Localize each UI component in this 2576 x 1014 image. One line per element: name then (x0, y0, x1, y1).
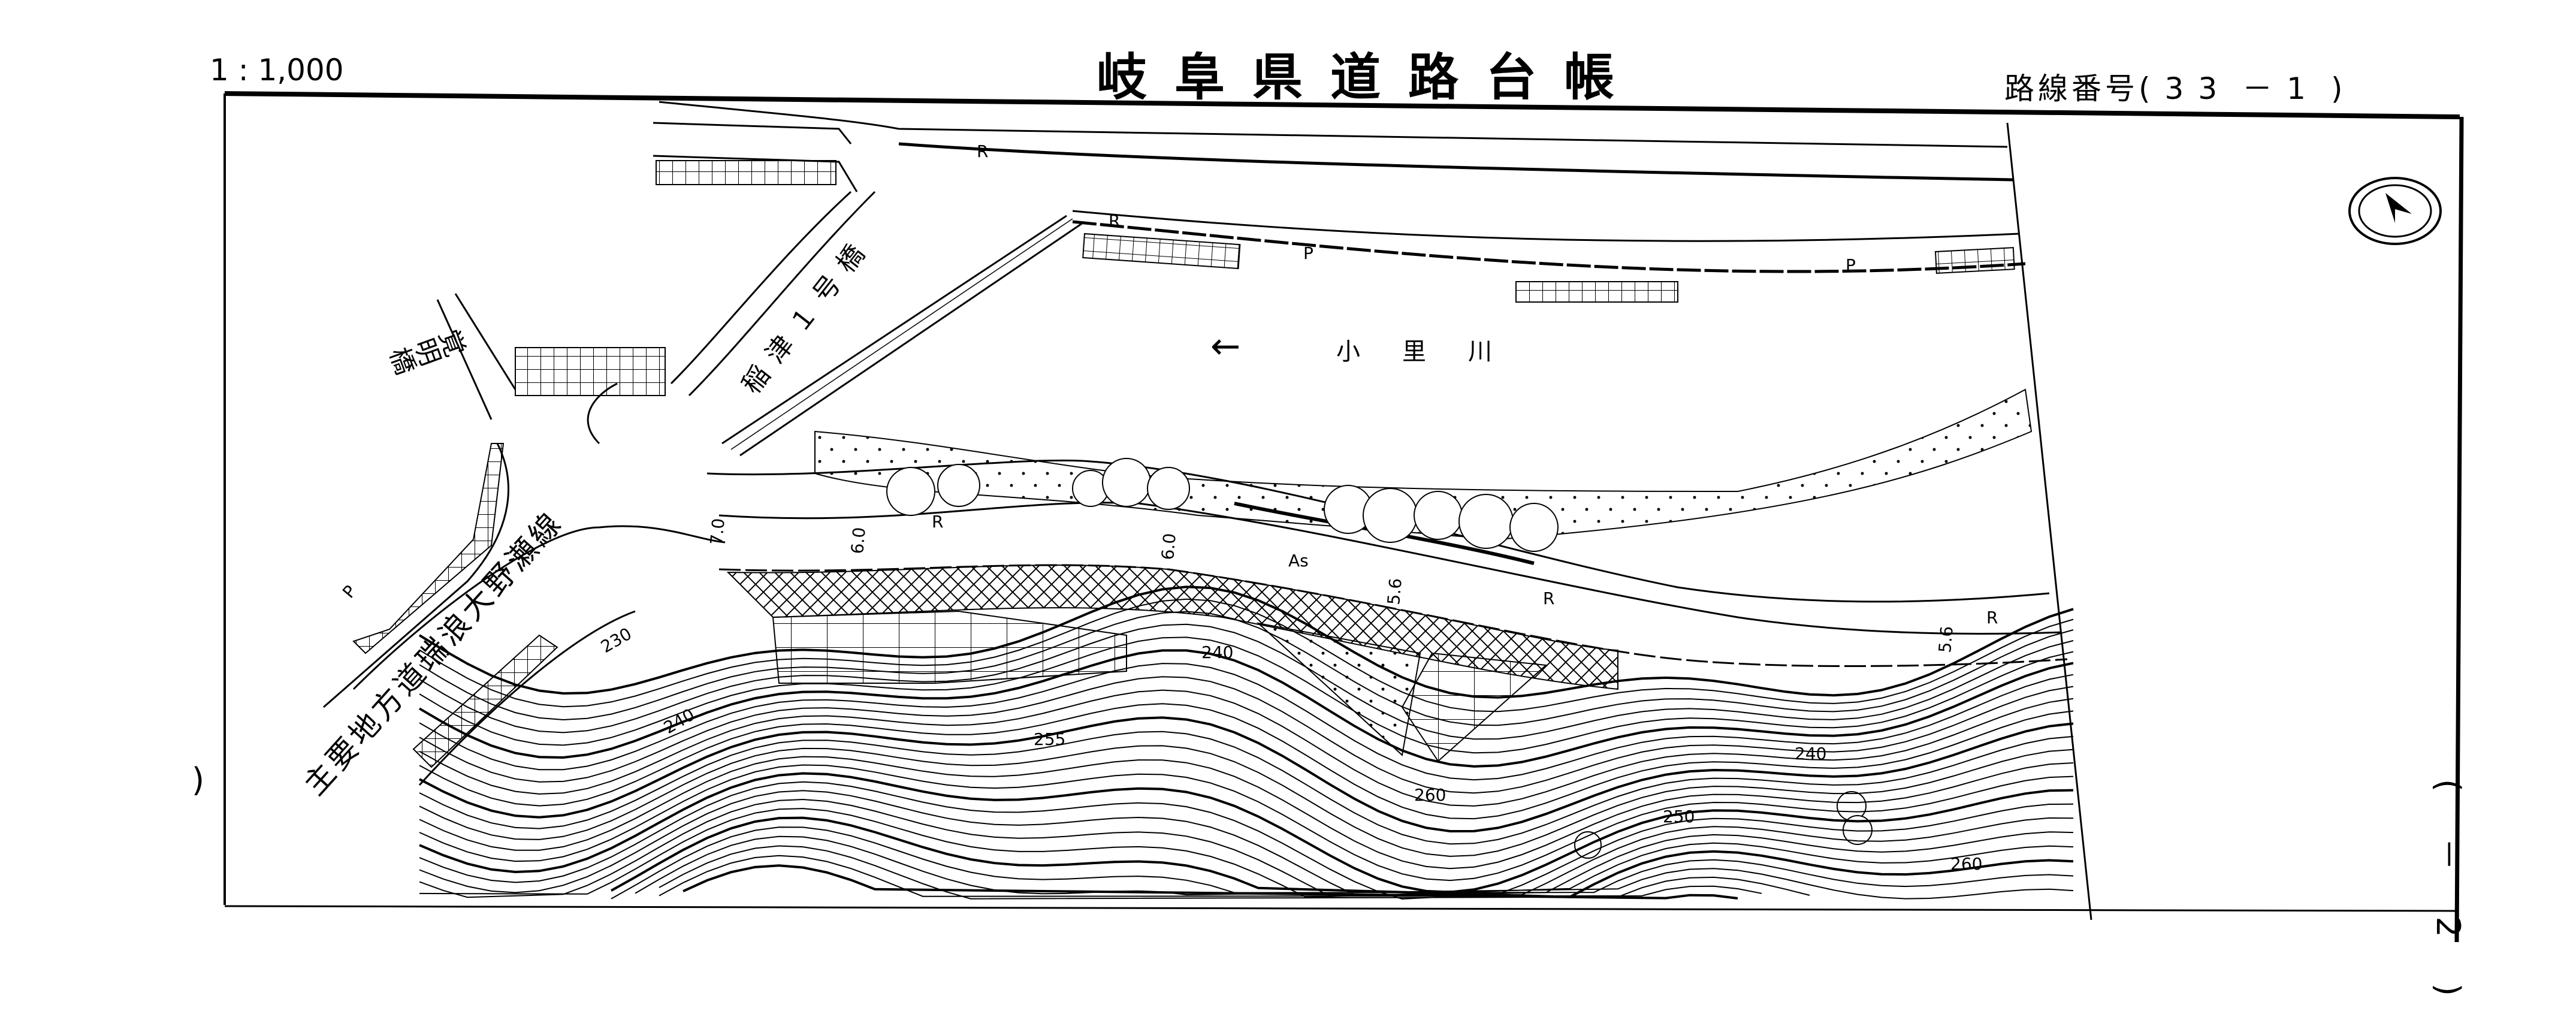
route-close: ) (2330, 71, 2347, 106)
contour-label: 230 (597, 624, 635, 657)
contour-line (419, 676, 2074, 794)
contour-line (419, 611, 2074, 726)
contour-line (419, 798, 2074, 898)
route-open: ( (2139, 71, 2154, 106)
retaining-wall (772, 610, 1127, 684)
contour-line (419, 764, 2074, 882)
road-label: R (1109, 211, 1120, 231)
road-label: R (1543, 589, 1554, 608)
route-number: 路線番号(33 － 1) (2004, 65, 2346, 108)
contour-label: 240 (1795, 744, 1826, 763)
retaining-wall (1401, 652, 1548, 762)
river-flow-arrow: ← (1210, 325, 1240, 367)
contour-line (419, 731, 2074, 845)
retaining-wall (1082, 233, 1241, 270)
road-label: P (1303, 243, 1313, 263)
road-label: P (339, 581, 360, 602)
contour-label: 260 (1414, 785, 1446, 805)
route-label: 路線番号 (2004, 71, 2139, 106)
map-scale: 1 : 1,000 (210, 53, 344, 87)
contour-line (419, 636, 2074, 754)
north-arrow-icon (2348, 177, 2442, 245)
contour-label: 260 (1950, 854, 1982, 874)
road-label: R (977, 141, 988, 161)
label-river: 小里川 (1336, 338, 1534, 366)
contour-line (418, 586, 2074, 699)
document-title: 岐阜県道路台帳 (1097, 47, 1642, 107)
contour-line (419, 689, 2074, 807)
road-label: R (1986, 608, 1998, 627)
contour-label: 255 (1034, 729, 1065, 749)
contour-line (419, 623, 2074, 740)
contour-line (659, 845, 1810, 900)
road-label: R (932, 512, 943, 532)
road-label: P (1846, 255, 1856, 275)
contour-line (418, 649, 2074, 768)
contour-label: 240 (1201, 642, 1233, 662)
width-label: 6.0 (1158, 532, 1180, 560)
contour-line (419, 790, 2074, 895)
retaining-wall (1515, 281, 1678, 303)
retaining-wall (656, 160, 836, 185)
label-bridge-kakumei: 覚明橋 (385, 321, 469, 377)
width-label: 6.0 (847, 526, 869, 554)
slope-protection (726, 565, 1618, 690)
retaining-wall (352, 443, 505, 654)
road-ledger-map: 覚明橋 稲津１号橋 ← 小里川 主要地方道瑞浪大野瀬線 R R R R R P … (224, 91, 2464, 942)
main-road-west (323, 382, 726, 786)
contour-label: 250 (1663, 807, 1695, 826)
width-label: 5.6 (1935, 625, 1957, 653)
contour-line (419, 716, 2074, 833)
bridge-kakumei (436, 293, 517, 420)
upper-road (653, 101, 2026, 273)
contour-line (419, 663, 2074, 781)
contour-line (682, 864, 1738, 900)
left-sheet-mark: ) (192, 761, 205, 799)
surface-label: As (1288, 551, 1309, 571)
contour-line (419, 756, 2074, 870)
route-dash: － (2242, 71, 2276, 106)
label-bridge-inazu: 稲津１号橋 (736, 230, 878, 400)
bridge-inazu (670, 191, 1085, 457)
route-number-value: 33 (2164, 71, 2232, 106)
contour-line (419, 703, 2074, 820)
contour-line (611, 826, 2074, 900)
map-frame (224, 91, 2464, 942)
retaining-wall (1934, 247, 2015, 274)
route-sub-value: 1 (2287, 71, 2320, 106)
retaining-wall (515, 347, 666, 396)
contour-line (419, 772, 2074, 894)
embankment (1256, 622, 1421, 756)
contour-line (419, 745, 2074, 857)
contour-line (659, 855, 1762, 897)
contour-line (419, 598, 2074, 713)
contour-lines (418, 586, 2074, 900)
width-label: 5.6 (1384, 577, 1406, 605)
width-label: 7.0 (706, 517, 729, 545)
vegetation (886, 458, 1873, 859)
contour-line (611, 816, 2074, 898)
contour-line (419, 781, 2074, 900)
contour-line (419, 808, 2074, 898)
